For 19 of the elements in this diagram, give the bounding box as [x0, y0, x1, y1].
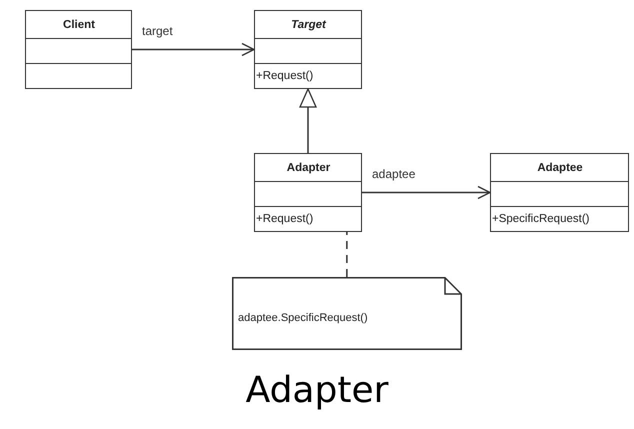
diagram-title: Adapter	[244, 370, 390, 411]
method-text: +Request()	[255, 70, 314, 82]
method-text: +Request()	[255, 213, 314, 225]
method-text: +SpecificRequest()	[491, 213, 590, 225]
class-box	[254, 10, 362, 89]
class-name: Adaptee	[536, 162, 583, 174]
class-name: Client	[62, 18, 95, 30]
note-connector	[346, 232, 348, 277]
edge-label: adaptee	[372, 166, 416, 180]
generalization-arrow	[299, 88, 317, 153]
association-arrow	[362, 186, 491, 200]
note-box	[232, 277, 462, 350]
association-arrow	[132, 42, 255, 56]
class-box	[490, 153, 629, 232]
class-name: Target	[290, 18, 326, 30]
class-box	[25, 10, 132, 89]
note-text: adaptee.SpecificRequest()	[238, 312, 368, 324]
class-box	[254, 153, 362, 232]
class-name: Adapter	[286, 162, 330, 174]
